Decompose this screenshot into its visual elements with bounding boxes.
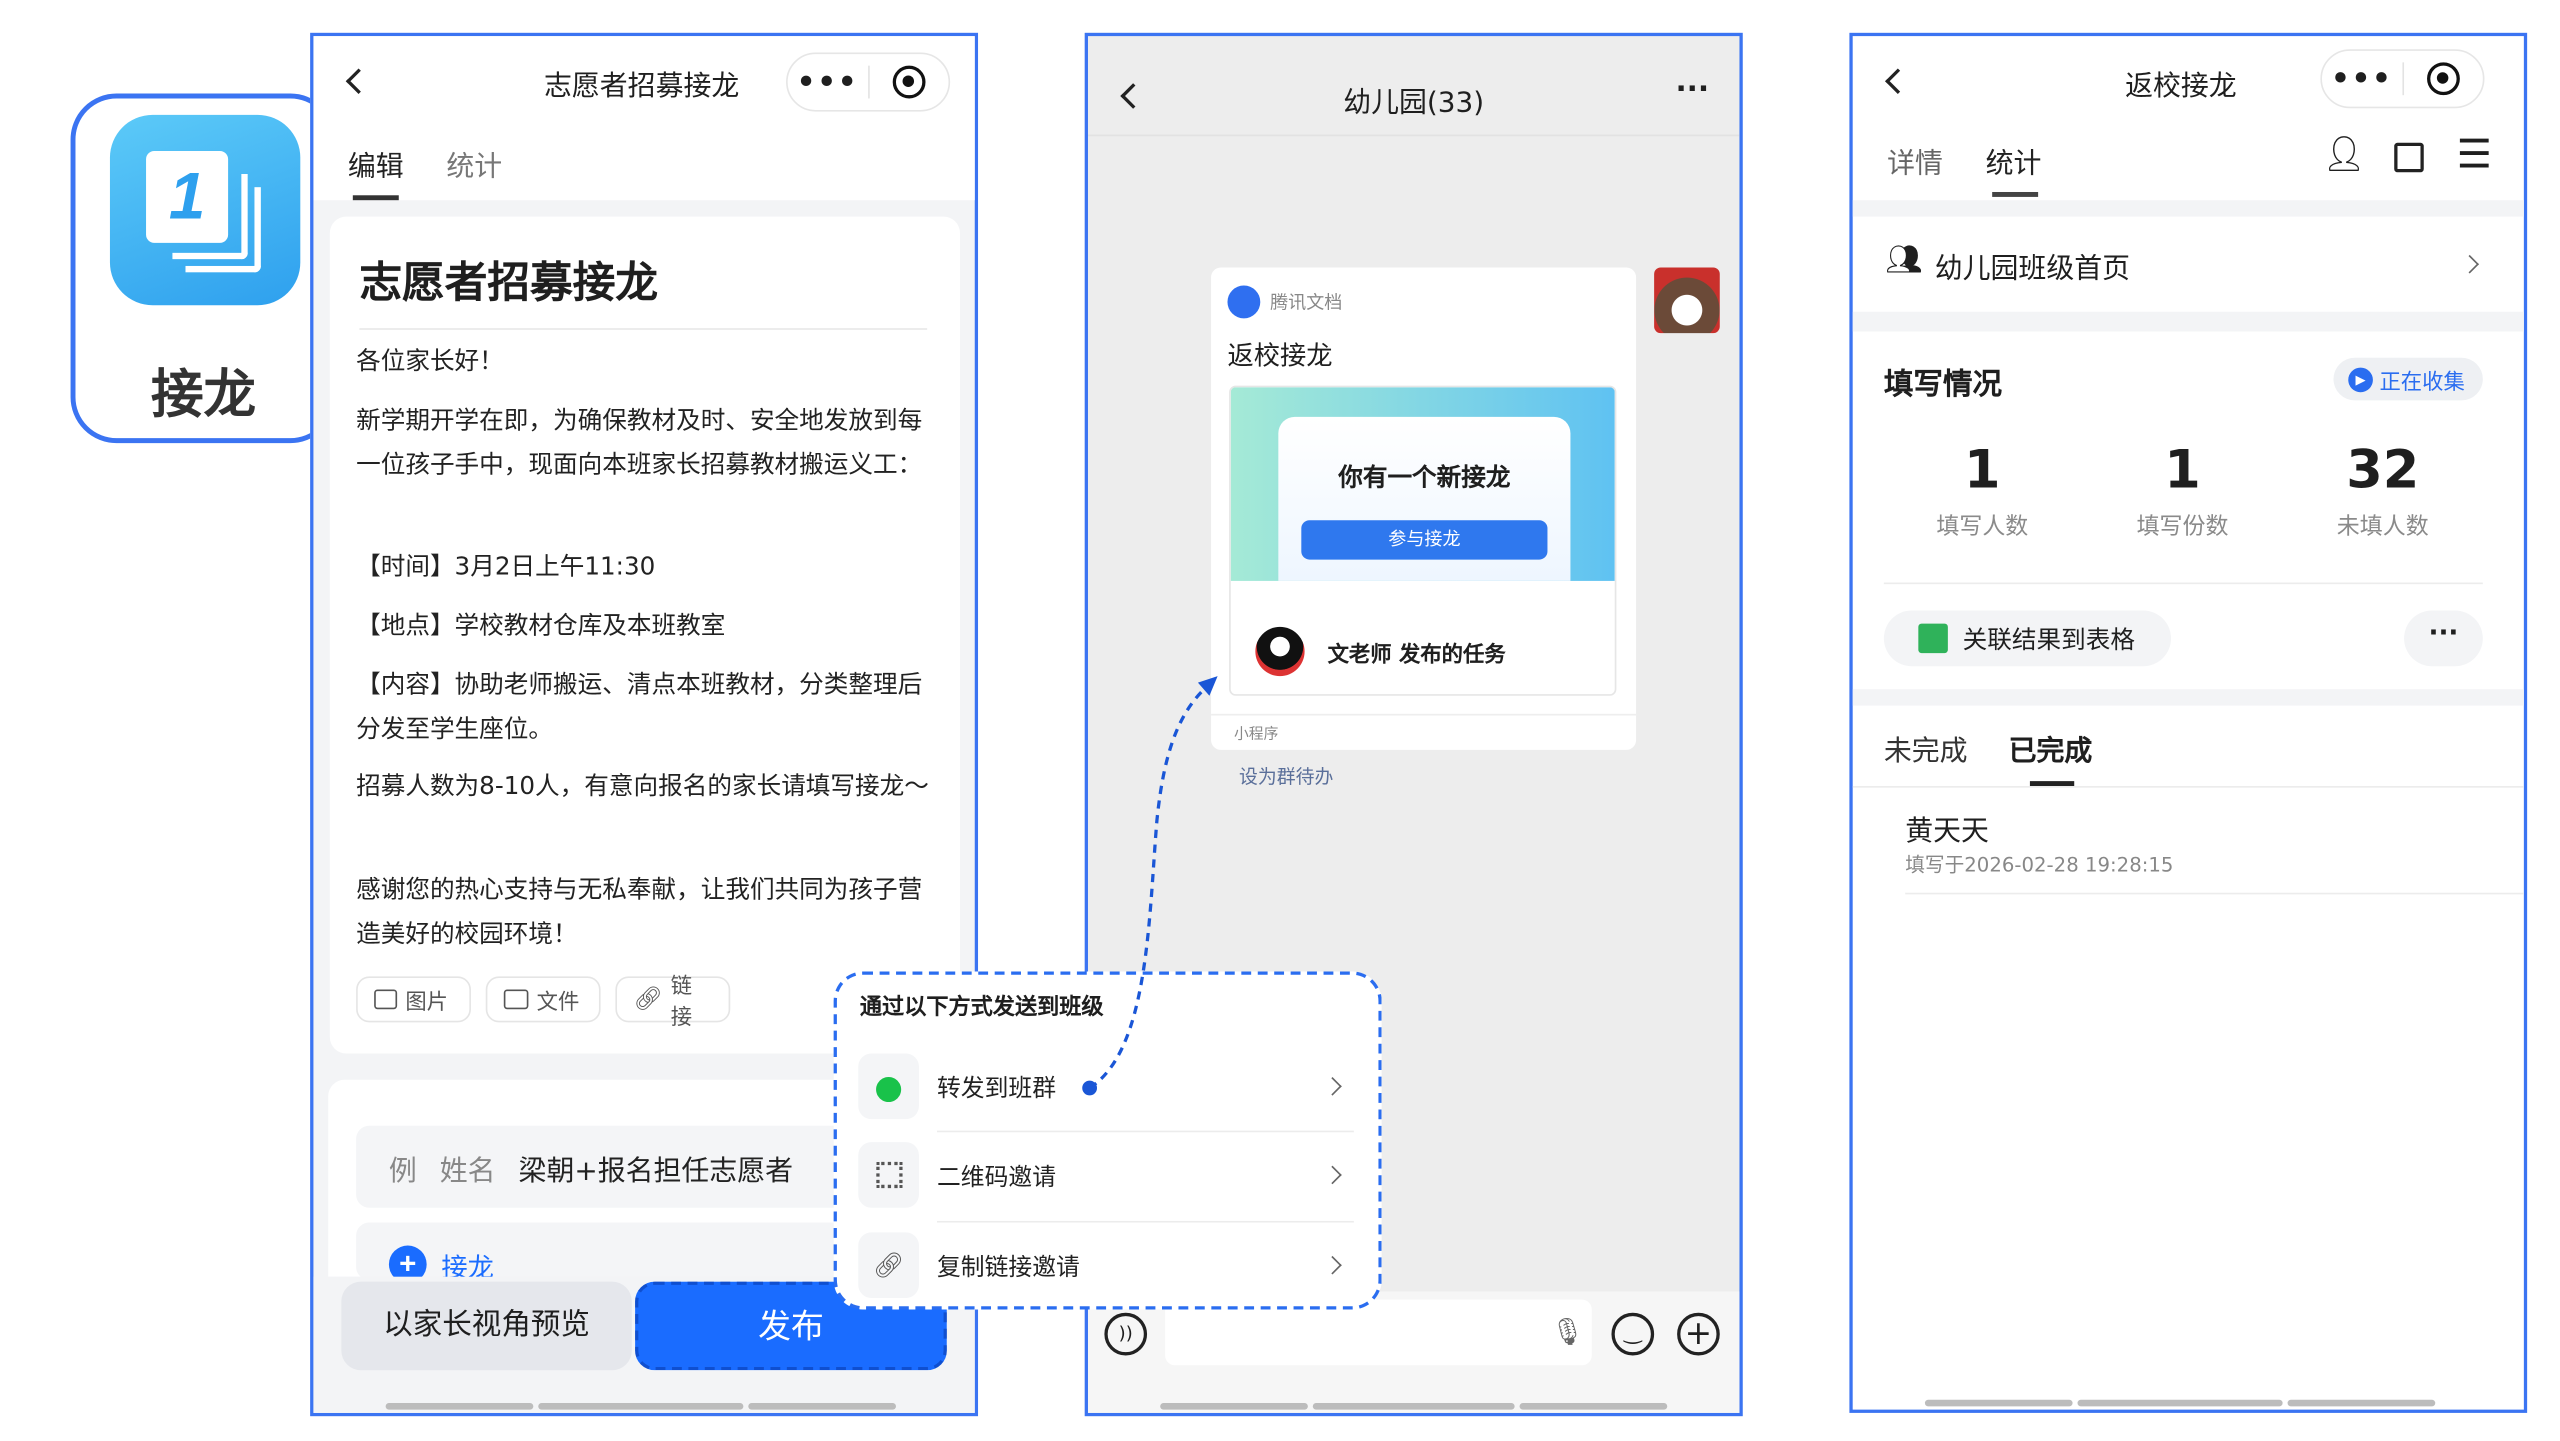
plus-icon[interactable]: + [1677,1312,1720,1356]
share-option-qrcode[interactable]: 二维码邀请 [858,1142,1359,1208]
share-popup [833,971,1382,1310]
tab-details[interactable]: 详情 [1887,147,1943,181]
share-option-forward-group[interactable]: ● 转发到班群 [858,1053,1359,1120]
more-icon[interactable]: ••• [796,64,859,100]
doc-title: 志愿者招募接龙 [359,259,659,309]
plus-circle-icon: + [388,1245,427,1280]
doc-card [329,216,960,1054]
close-miniprogram-icon[interactable] [2403,62,2483,96]
image-icon [374,989,398,1010]
paragraph[interactable]: 【地点】学校教材仓库及本班教室 [356,610,726,640]
tab-incomplete[interactable]: 未完成 [1883,735,1968,768]
link-icon: 🔗︎ [858,1232,919,1299]
more-icon[interactable]: ••• [2331,61,2393,96]
app-tile-label: 接龙 [150,362,256,426]
example-field[interactable]: 例 姓名 梁朝+报名担任志愿者 [356,1125,849,1208]
insert-file-button[interactable]: 文件 [485,976,601,1023]
insert-link-button[interactable]: 🔗︎链接 [615,975,731,1031]
sheet-icon [1918,623,1948,654]
close-miniprogram-icon[interactable] [869,65,949,99]
paragraph[interactable]: 感谢您的热心支持与无私奉献，让我们共同为孩子营造美好的校园环境！ [356,874,923,949]
message-input[interactable] [1165,1299,1592,1366]
more-options-button[interactable]: ··· [2404,610,2483,667]
wechat-icon: ● [858,1053,919,1120]
more-icon[interactable]: ··· [1675,72,1710,107]
add-relay-item[interactable]: + 接龙 [356,1222,849,1280]
preview-button[interactable]: 以家长视角预览 [341,1281,632,1371]
paragraph[interactable]: 新学期开学在即，为确保教材及时、安全地发放到每一位孩子手中，现面向本班家长招募教… [356,405,923,480]
tencent-docs-icon [1227,285,1261,319]
capsule-menu[interactable]: ••• [786,52,951,112]
avatar [1255,626,1305,677]
mic-icon[interactable]: 🎙︎ [1550,1316,1585,1348]
folder-icon [503,989,529,1010]
share-out-icon[interactable] [2394,142,2424,173]
class-home-row[interactable]: 👥︎ 幼儿园班级首页 [1853,217,2524,312]
stats-panel: 返校接龙 ••• 详情 统计 👤︎ ☰ 👥︎ 幼儿园班级首页 填写情况 ▶ 正在… [1849,32,2528,1413]
paragraph[interactable]: 各位家长好！ [356,346,504,376]
menu-icon[interactable]: ☰ [2456,131,2492,178]
page-title: 志愿者招募接龙 [543,70,740,104]
page-title: 返校接龙 [2125,70,2237,104]
link-icon: 🔗︎ [633,986,663,1013]
link-sheet-button[interactable]: 关联结果到表格 [1883,610,2172,667]
join-relay-button[interactable]: 参与接龙 [1301,520,1548,560]
capsule-menu[interactable]: ••• [2320,49,2485,109]
share-option-copy-link[interactable]: 🔗︎ 复制链接邀请 [858,1232,1359,1299]
miniprogram-card[interactable]: 腾讯文档 返校接龙 你有一个新接龙 参与接龙 文老师 发布的任务 小程序 [1211,267,1637,750]
app-tile[interactable]: 1 接龙 [70,93,337,444]
tab-stats[interactable]: 统计 [1985,147,2042,181]
insert-image-button[interactable]: 图片 [356,976,471,1023]
paragraph[interactable]: 招募人数为8-10人，有意向报名的家长请填写接龙～ [356,771,929,801]
set-group-todo-link[interactable]: 设为群待办 [1238,764,1334,788]
edit-participant-icon[interactable]: 👤︎ [2322,134,2366,174]
relay-app-icon: 1 [109,114,301,306]
play-icon: ▶ [2348,366,2373,392]
paragraph[interactable]: 【时间】3月2日上午11:30 [356,551,656,581]
paragraph[interactable]: 【内容】协助老师搬运、清点本班教材，分类整理后分发至学生座位。 [356,669,923,744]
group-icon: 👥︎ [1885,242,1924,278]
sender-avatar[interactable] [1654,267,1720,334]
back-icon[interactable] [1885,68,1911,94]
voice-icon[interactable]: )) [1104,1312,1148,1356]
list-item[interactable]: 黄天天 填写于2026-02-28 19:28:15 [1905,815,2174,877]
share-popup-title: 通过以下方式发送到班级 [859,994,1104,1021]
chat-title: 幼儿园(33) [1343,86,1485,120]
emoji-icon[interactable]: ‿ [1611,1312,1655,1356]
tab-stats[interactable]: 统计 [446,150,503,184]
tab-edit[interactable]: 编辑 [347,150,404,184]
chevron-right-icon [2460,254,2479,274]
status-badge: ▶ 正在收集 [2333,357,2483,401]
editor-panel: 志愿者招募接龙 ••• 编辑 统计 志愿者招募接龙 [310,32,979,1417]
qrcode-icon [858,1142,919,1208]
tab-complete[interactable]: 已完成 [2008,735,2093,768]
section-title: 填写情况 [1883,367,2003,403]
